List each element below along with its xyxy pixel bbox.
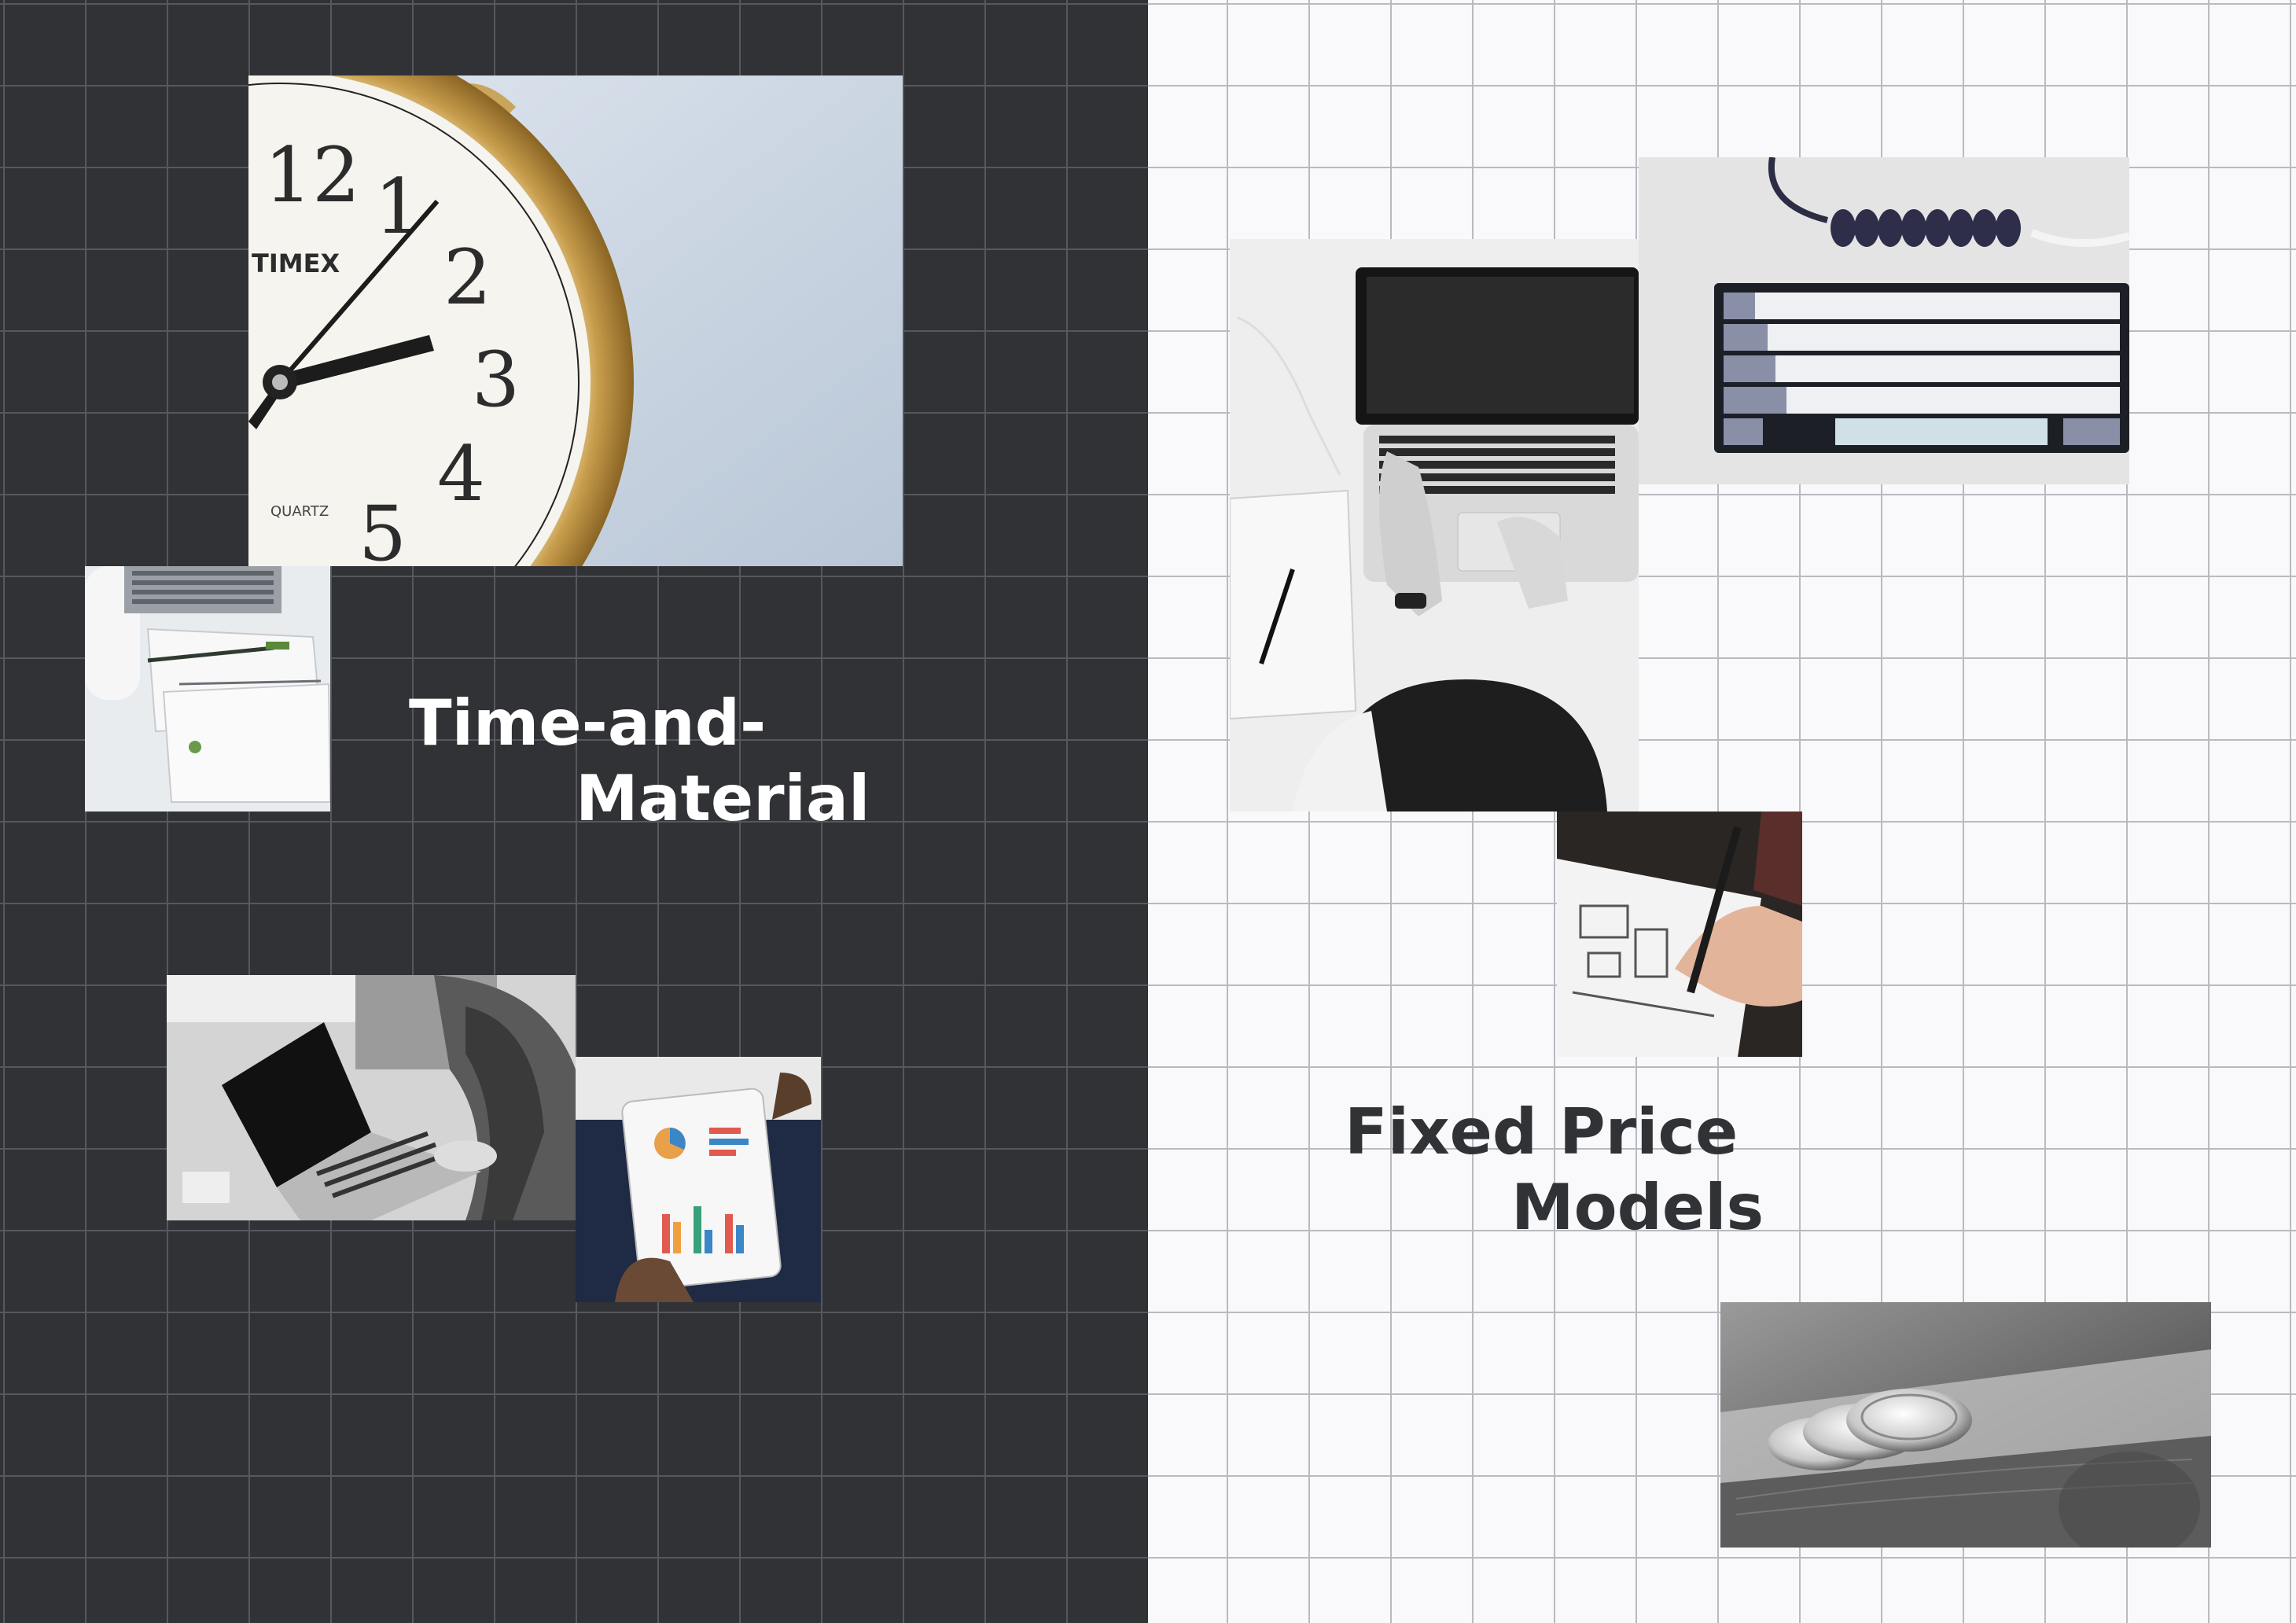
page-title-time-and-material: Time-and- Material — [409, 686, 896, 837]
title-line-2: Models — [1511, 1171, 1764, 1244]
clock-label: QUARTZ — [270, 503, 329, 520]
clock-numeral: 4 — [437, 430, 485, 518]
title-line-2: Material — [576, 762, 870, 835]
sketch-drawing-photo — [1557, 812, 1802, 1057]
left-panel: 12 1 2 3 4 5 TIMEX QUARTZ — [0, 0, 1148, 1623]
tablet-charts-photo — [576, 1057, 821, 1302]
clock-brand: TIMEX — [252, 248, 340, 278]
clock-numeral: 12 — [264, 131, 360, 219]
page-title-fixed-price-models: Fixed Price Models — [1345, 1095, 1832, 1246]
title-line-1: Time-and- — [409, 686, 767, 760]
clock-numeral: 3 — [472, 336, 520, 424]
coins-money-photo — [1720, 1302, 2211, 1548]
clock-numeral: 5 — [359, 490, 407, 566]
alarm-clock-photo: 12 1 2 3 4 5 TIMEX QUARTZ — [248, 75, 903, 566]
keyboard-photo — [1639, 157, 2129, 484]
clock-numeral: 1 — [374, 163, 422, 251]
right-panel: Fixed Price Models — [1148, 0, 2296, 1623]
title-line-1: Fixed Price — [1345, 1095, 1739, 1168]
woman-laptop-photo — [167, 975, 576, 1220]
laptop-notebook-photo — [85, 566, 330, 812]
laptop-typing-photo — [1230, 239, 1639, 812]
clock-numeral: 2 — [443, 234, 491, 322]
